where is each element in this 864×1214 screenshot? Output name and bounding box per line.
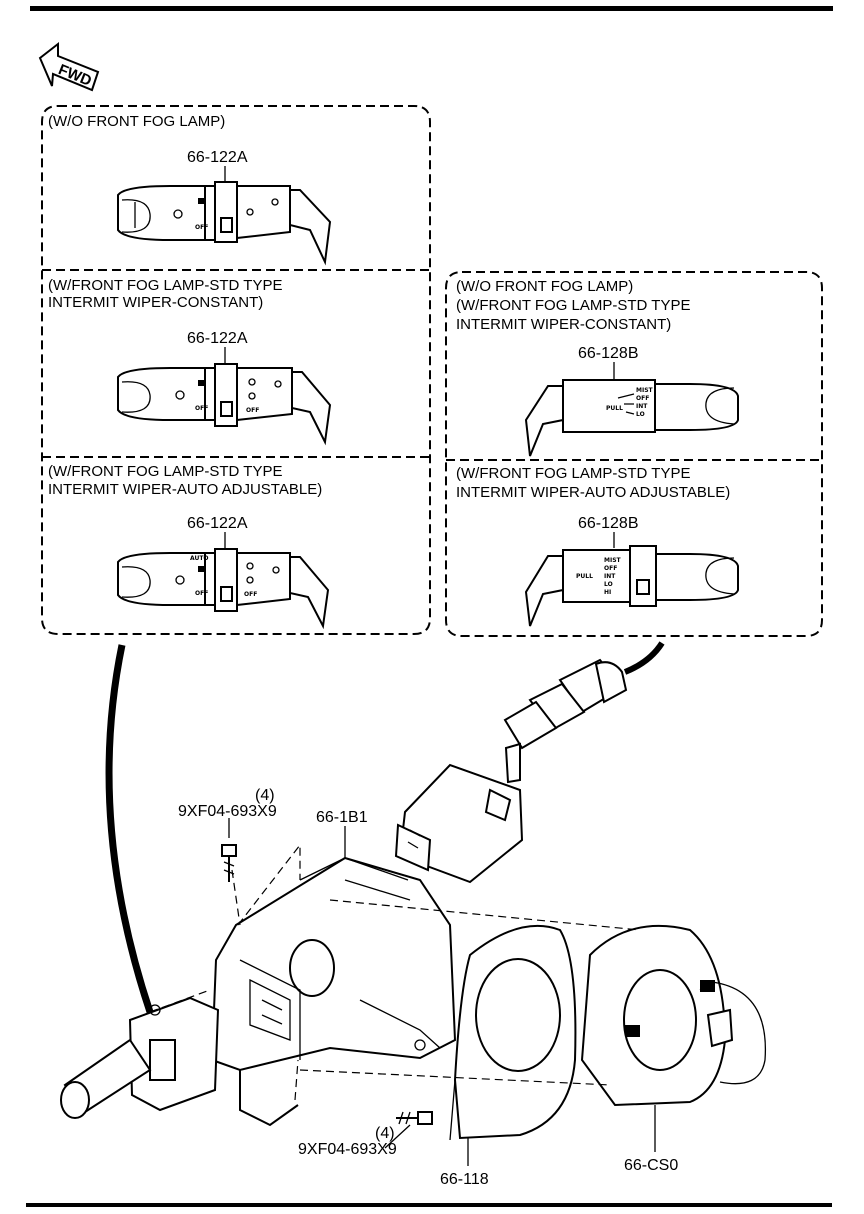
wiper-switch-lever-2: MIST OFF INT LO HI PULL bbox=[524, 545, 739, 627]
left-panel2-part-number: 66-122A bbox=[187, 330, 248, 347]
top-screw-qty: (4) bbox=[255, 787, 275, 804]
right-panel1-caption-line3: INTERMIT WIPER-CONSTANT) bbox=[456, 316, 671, 333]
headlight-switch-lever-3: AUTO OFF OFF bbox=[117, 548, 330, 630]
int-label-2: INT bbox=[604, 573, 616, 580]
alignment-lines bbox=[149, 843, 641, 1101]
off-label-5: OFF bbox=[244, 591, 257, 598]
top-screw-part: 9XF04-693X9 bbox=[178, 803, 277, 820]
cover-part-number: 66-1B1 bbox=[316, 809, 368, 826]
wiper-lever-assembly bbox=[394, 658, 628, 884]
left-callout-curve bbox=[105, 644, 154, 1014]
fwd-arrow-icon: FWD bbox=[38, 41, 100, 92]
off-label-1: OFF bbox=[195, 224, 208, 231]
right-callout-curve bbox=[623, 641, 665, 675]
left-panel3-caption-line2: INTERMIT WIPER-AUTO ADJUSTABLE) bbox=[48, 481, 322, 498]
pull-label-2: PULL bbox=[576, 573, 593, 580]
bottom-screw-part: 9XF04-693X9 bbox=[298, 1141, 397, 1158]
right-variant-box bbox=[445, 271, 823, 637]
left-panel1-part-number: 66-122A bbox=[187, 149, 248, 166]
off-label-2: OFF bbox=[195, 405, 208, 412]
ring-part-number: 66-118 bbox=[440, 1171, 489, 1188]
left-panel3-part-number: 66-122A bbox=[187, 515, 248, 532]
steering-sensor-ring bbox=[449, 924, 577, 1141]
left-variant-box bbox=[41, 105, 431, 635]
off-label-7: OFF bbox=[604, 565, 617, 572]
right-panel2-part-number: 66-128B bbox=[578, 515, 639, 532]
left-panel3-caption-line1: (W/FRONT FOG LAMP-STD TYPE bbox=[48, 463, 282, 480]
mist-label-2: MIST bbox=[604, 557, 622, 564]
off-label-6: OFF bbox=[636, 395, 649, 402]
int-label-1: INT bbox=[636, 403, 648, 410]
wiper-switch-lever-1: MIST OFF INT LO PULL bbox=[524, 379, 739, 457]
headlight-switch-lever-1: OFF bbox=[117, 181, 332, 266]
column-cover bbox=[210, 856, 457, 1127]
screw-top-icon bbox=[221, 844, 237, 882]
right-panel1-caption-line1: (W/O FRONT FOG LAMP) bbox=[456, 278, 633, 295]
fwd-label: FWD bbox=[56, 61, 94, 90]
lo-label-2: LO bbox=[604, 581, 613, 588]
left-panel2-caption-line2: INTERMIT WIPER-CONSTANT) bbox=[48, 294, 263, 311]
off-label-4: OFF bbox=[195, 590, 208, 597]
right-panel2-caption-line1: (W/FRONT FOG LAMP-STD TYPE bbox=[456, 465, 690, 482]
screw-bottom-icon bbox=[396, 1111, 433, 1125]
pull-label-1: PULL bbox=[606, 405, 623, 412]
hi-label-2: HI bbox=[604, 589, 611, 596]
mist-label-1: MIST bbox=[636, 387, 654, 394]
auto-label: AUTO bbox=[190, 555, 209, 562]
right-panel2-caption-line2: INTERMIT WIPER-AUTO ADJUSTABLE) bbox=[456, 484, 730, 501]
lo-label-1: LO bbox=[636, 411, 645, 418]
left-panel1-caption: (W/O FRONT FOG LAMP) bbox=[48, 113, 225, 130]
clockspring-part-number: 66-CS0 bbox=[624, 1157, 678, 1174]
bottom-rule bbox=[26, 1203, 832, 1207]
bottom-screw-qty: (4) bbox=[375, 1125, 395, 1142]
headlight-lever-assembly bbox=[60, 996, 220, 1119]
top-rule bbox=[30, 6, 833, 11]
clock-spring bbox=[580, 924, 767, 1107]
right-panel1-part-number: 66-128B bbox=[578, 345, 639, 362]
off-label-3: OFF bbox=[246, 407, 259, 414]
headlight-switch-lever-2: OFF OFF bbox=[117, 363, 332, 446]
right-panel1-caption-line2: (W/FRONT FOG LAMP-STD TYPE bbox=[456, 297, 690, 314]
left-panel2-caption-line1: (W/FRONT FOG LAMP-STD TYPE bbox=[48, 277, 282, 294]
